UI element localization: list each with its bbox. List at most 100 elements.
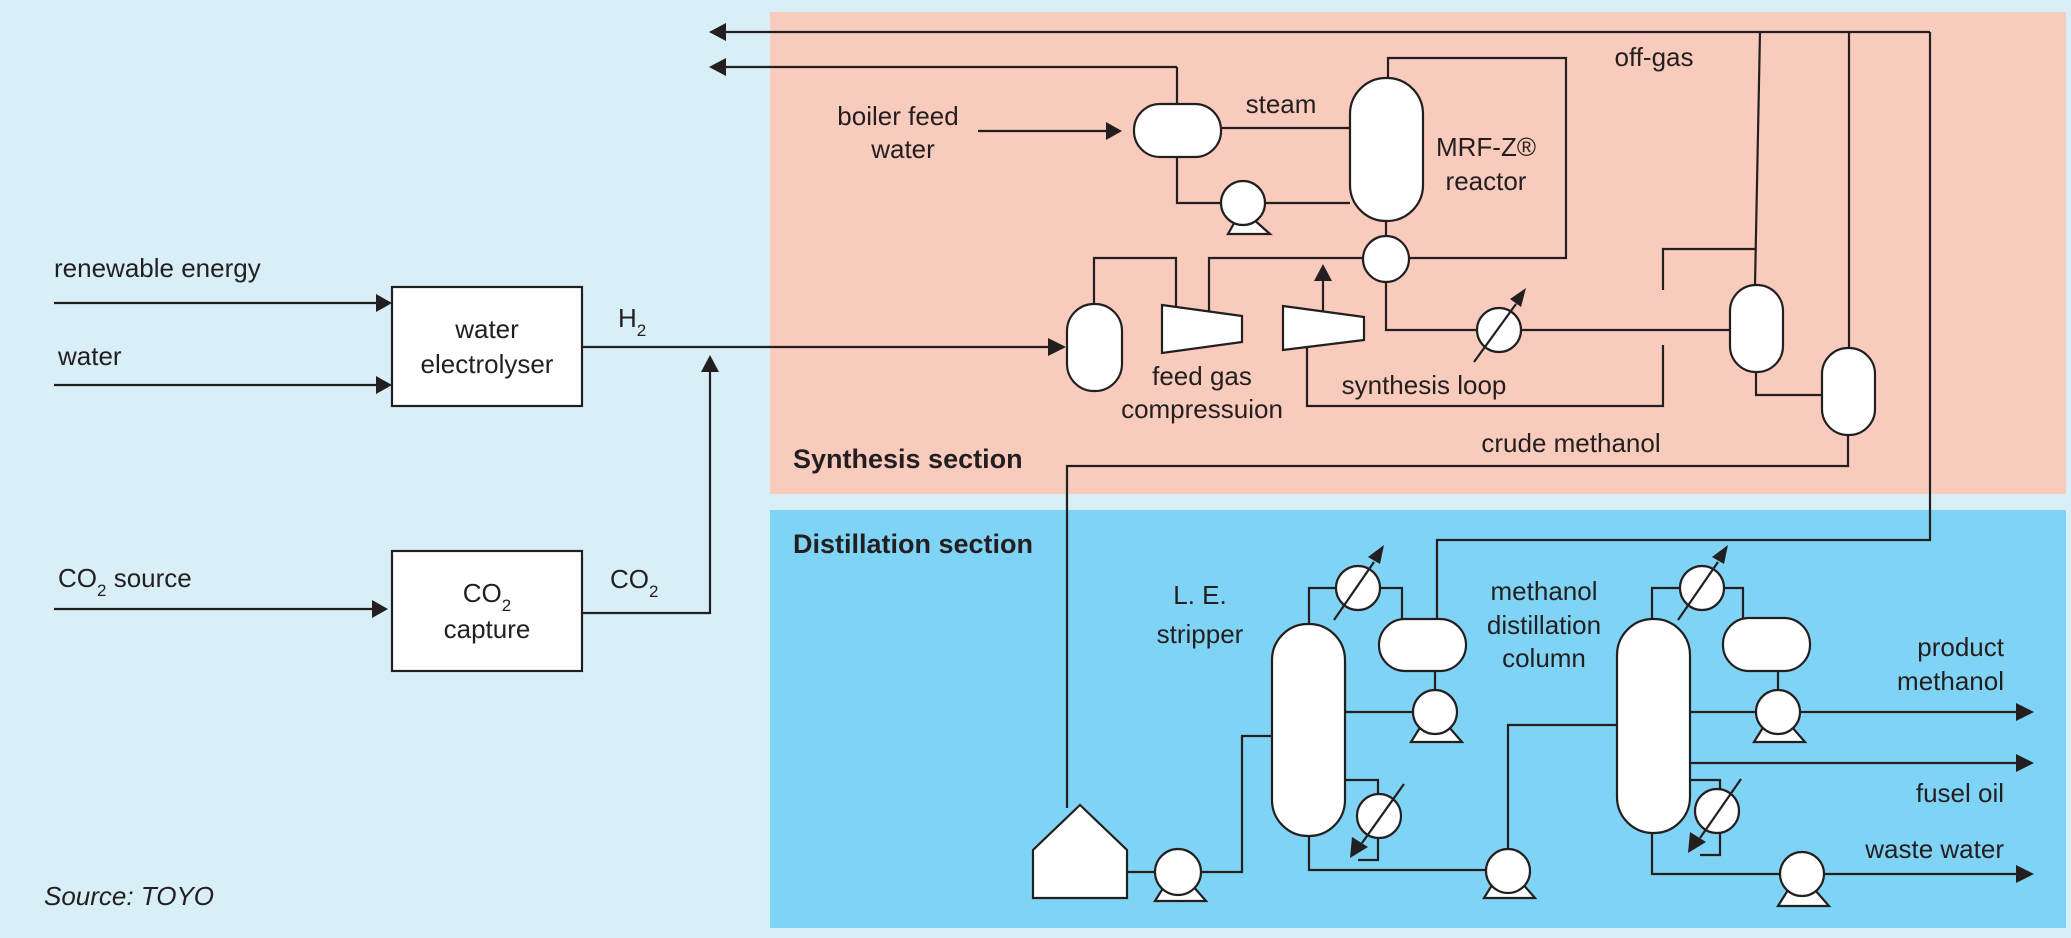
co2-to-h2-line: [582, 372, 712, 615]
co2-source-subscript: 2: [97, 581, 106, 600]
co2-capture-label-2: capture: [444, 614, 531, 644]
stripper-condenser-to-drum: [1378, 586, 1404, 620]
co2-capture-box: [390, 549, 584, 673]
co2-capture-label-1: CO2: [463, 578, 511, 615]
source-credit: Source: TOYO: [44, 881, 214, 911]
offgas-to-distillation-line: [1435, 32, 1932, 620]
h2-arrowhead: [1048, 338, 1066, 356]
recycle-compressor: [1281, 304, 1366, 352]
stripper-condenser-adjust: [1333, 561, 1375, 621]
crude-methanol-label: crude methanol: [1481, 428, 1660, 458]
separator-vapour-line: [1661, 247, 1755, 290]
separator-1-to-2-line: [1754, 372, 1822, 397]
stripper-reboiler-arrowhead: [1350, 837, 1368, 858]
stripper-overhead-line: [1307, 586, 1338, 624]
column-reboiler: [1693, 787, 1741, 835]
column-condenser: [1678, 564, 1726, 612]
high-pressure-separator: [1728, 283, 1785, 374]
h2-stream-label: H2: [618, 303, 646, 340]
column-condenser-adjust: [1677, 561, 1719, 621]
recycle-compressor-arrowhead: [1314, 264, 1332, 281]
renewable-energy-label: renewable energy: [54, 253, 261, 283]
fusel-oil-label: fusel oil: [1916, 778, 2004, 808]
steam-return-arrowhead: [709, 58, 726, 76]
synthesis-section-title: Synthesis section: [793, 444, 1023, 474]
product-methanol-label-2: methanol: [1897, 666, 2004, 696]
co2-stream-label: CO2: [610, 564, 658, 601]
column-condenser-arrowhead: [1712, 545, 1728, 564]
co2-capture-subscript: 2: [502, 596, 511, 615]
boiler-feed-label-2: water: [870, 134, 935, 164]
boiler-feed-arrowhead: [1106, 122, 1122, 140]
renewable-energy-arrowhead: [376, 294, 392, 312]
water-electrolyser-label-1: water: [454, 314, 519, 344]
stripper-label-2: stripper: [1157, 619, 1244, 649]
feed-gas-label-2: compressuion: [1121, 394, 1283, 424]
steam-label: steam: [1246, 89, 1317, 119]
product-methanol-label-1: product: [1917, 632, 2004, 662]
co2-source-arrowhead: [372, 600, 388, 618]
stripper-reflux-pump: [1411, 688, 1459, 736]
crude-methanol-line: [1065, 435, 1850, 808]
le-stripper-column: [1270, 622, 1347, 838]
reactor-label-1: MRF-Z®: [1436, 132, 1536, 162]
feed-gas-label-1: feed gas: [1152, 361, 1252, 391]
column-bottoms-line: [1650, 833, 1781, 876]
stripper-condenser: [1334, 564, 1382, 612]
feed-gas-drum: [1065, 302, 1124, 393]
exchanger-to-compressor-line: [1207, 256, 1366, 314]
co2-subscript: 2: [649, 582, 658, 601]
fusel-oil-arrowhead: [2016, 754, 2034, 772]
waste-water-pump: [1778, 850, 1826, 898]
water-electrolyser-label-2: electrolyser: [421, 349, 554, 379]
stripper-reboiler: [1355, 792, 1403, 840]
reactor-label-2: reactor: [1446, 166, 1527, 196]
separator-1-overhead: [1753, 31, 1762, 286]
steam-drum: [1132, 102, 1223, 159]
feed-gas-compressor: [1160, 303, 1244, 355]
column-feed-line: [1506, 723, 1617, 849]
feed-effluent-exchanger: [1361, 234, 1411, 284]
column-reboiler-adjust: [1699, 778, 1742, 839]
feed-pump-to-stripper-line: [1201, 734, 1272, 874]
product-methanol-arrowhead: [2016, 703, 2034, 721]
feed-pump: [1153, 847, 1203, 897]
bfw-pump: [1219, 179, 1267, 227]
stripper-reboiler-adjust: [1361, 783, 1405, 844]
column-reflux-drum: [1721, 616, 1812, 673]
steam-drum-pump-line: [1175, 157, 1222, 205]
crude-methanol-tank: [1031, 803, 1129, 900]
synthesis-loop-label: synthesis loop: [1342, 370, 1507, 400]
waste-water-label: waste water: [1864, 834, 2004, 864]
co2-arrowhead: [701, 355, 719, 372]
stripper-condenser-arrowhead: [1368, 545, 1384, 564]
reactor-top-loop: [1386, 56, 1568, 260]
synthesis-cooler-arrowhead: [1510, 288, 1526, 307]
low-pressure-separator: [1820, 346, 1877, 437]
column-reflux-pump: [1754, 688, 1802, 736]
co2-source-label: CO2 source: [58, 563, 192, 600]
column-label-2: distillation: [1487, 610, 1601, 640]
column-label-3: column: [1502, 643, 1586, 673]
methanol-distillation-column: [1615, 617, 1692, 835]
h2-subscript: 2: [637, 321, 646, 340]
stripper-label-1: L. E.: [1173, 580, 1226, 610]
column-label-1: methanol: [1491, 576, 1598, 606]
waste-water-arrowhead: [2016, 865, 2034, 883]
feed-drum-to-compressor-line: [1092, 256, 1178, 312]
exchanger-to-cooler-line: [1384, 282, 1480, 332]
mrf-z-reactor: [1348, 76, 1425, 223]
synthesis-loop-recycle-line: [1305, 343, 1665, 408]
column-feed-pump: [1484, 847, 1532, 895]
off-gas-label: off-gas: [1614, 42, 1693, 72]
column-reboiler-arrowhead: [1688, 832, 1706, 853]
distillation-section-title: Distillation section: [793, 529, 1033, 559]
synthesis-cooler: [1475, 306, 1523, 354]
boiler-feed-label-1: boiler feed: [837, 101, 958, 131]
stripper-reflux-drum: [1377, 617, 1468, 673]
water-label: water: [57, 341, 122, 371]
water-arrowhead: [376, 376, 392, 394]
column-condenser-to-drum: [1722, 586, 1745, 618]
synthesis-cooler-adjust: [1473, 303, 1517, 363]
